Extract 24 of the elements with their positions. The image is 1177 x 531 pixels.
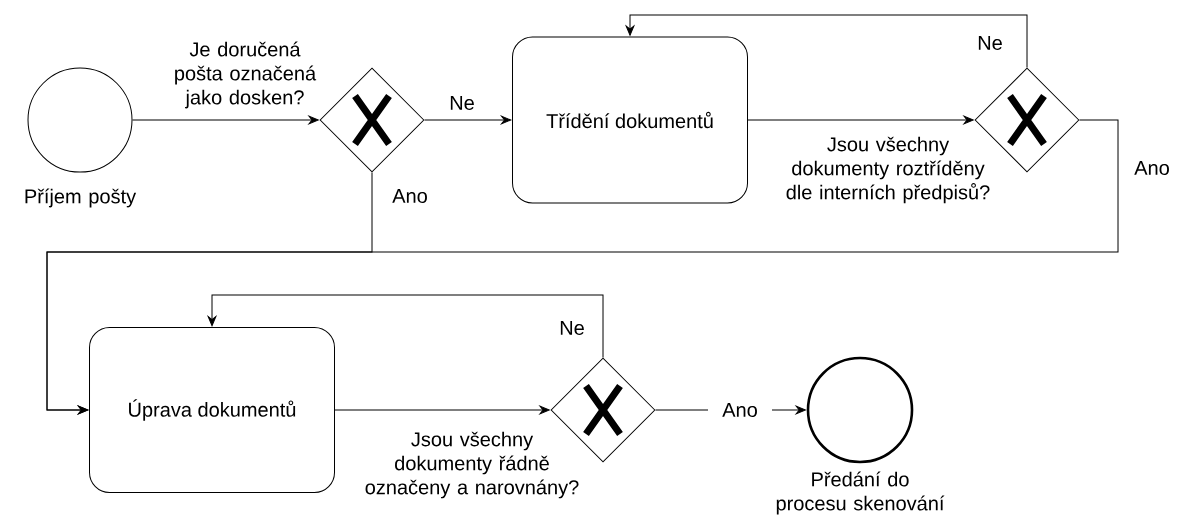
edge-label: Ne [978,36,1002,50]
event-circle [27,67,133,173]
arrow [207,294,604,358]
event-circle [806,356,914,464]
gateway-diamond [550,357,656,463]
edge-label: Ne [450,96,474,110]
edge-label: Ano [708,401,772,419]
edge-label: Ano [1134,161,1169,175]
arrow [625,14,1028,68]
arrow [747,115,974,125]
arrow [132,115,319,125]
edge-label: Jsou všechny dokumenty roztříděny dle interních předpisů? [786,136,990,204]
node-caption: Předání do procesu skenování [776,471,945,515]
edge-label: Ne [560,321,584,335]
edge-label: Ano [392,189,427,203]
arrow [334,405,550,415]
task-box: Úprava dokumentů [89,327,335,493]
arrow [46,119,1119,415]
task-box: Třídění dokumentů [512,36,748,204]
arrow [424,115,512,125]
gateway-diamond [319,67,425,173]
node-caption: Příjem pošty [25,188,137,208]
edge-label: Jsou všechny dokumenty řádně označeny a narovnány? [365,431,579,499]
edge-label: Je doručená pošta označená jako dosken? [175,41,317,109]
